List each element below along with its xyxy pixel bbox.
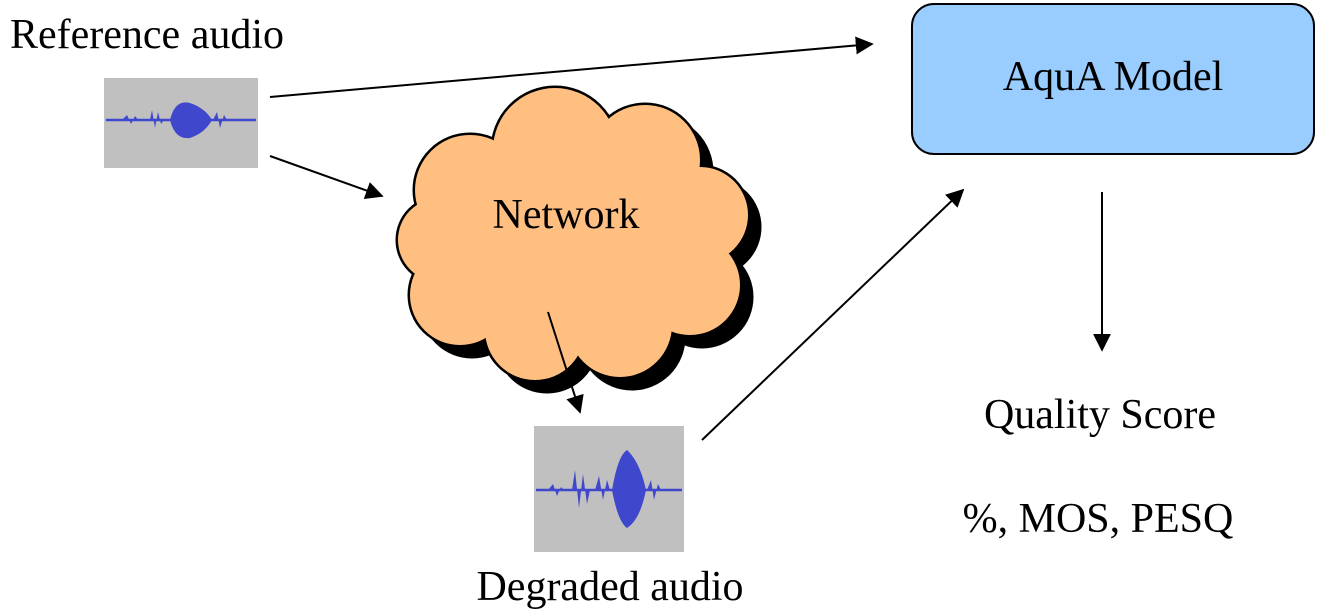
reference-waveform-icon bbox=[104, 78, 258, 168]
quality-score-label: Quality Score bbox=[984, 392, 1216, 438]
degraded-audio-label: Degraded audio bbox=[476, 564, 743, 610]
arrow-degraded-to-model bbox=[701, 188, 965, 441]
arrow-reference-to-network bbox=[269, 155, 384, 200]
arrow-network-to-degraded bbox=[547, 311, 584, 414]
reference-audio-label: Reference audio bbox=[10, 12, 284, 58]
aqua-model-box bbox=[911, 3, 1315, 155]
degraded-waveform-icon bbox=[534, 426, 684, 552]
arrow-reference-to-model bbox=[269, 36, 874, 98]
aqua-model-label: AquA Model bbox=[1003, 54, 1224, 100]
network-label: Network bbox=[493, 192, 640, 238]
quality-score-units: %, MOS, PESQ bbox=[963, 496, 1234, 542]
